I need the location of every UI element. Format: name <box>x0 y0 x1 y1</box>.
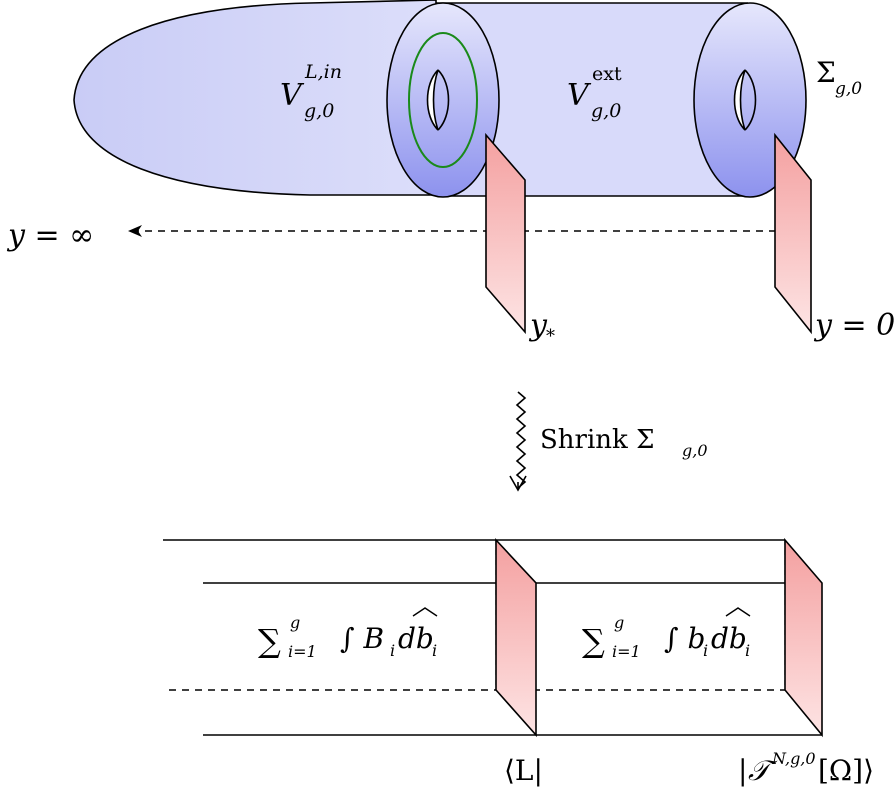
label-v-ext: V <box>567 78 592 113</box>
label-y-star: y <box>528 308 548 343</box>
label-ket-arg: [Ω]⟩ <box>818 754 874 787</box>
label-y-zero: y = 0 <box>813 308 894 343</box>
label-shrink: Shrink Σ <box>540 425 654 455</box>
right-hat <box>725 607 751 617</box>
label-v-ext-sup: ext <box>592 63 622 85</box>
right-tail-idx: i <box>745 641 750 660</box>
left-sum: ∑ <box>258 622 281 660</box>
label-v-ext-sub: g,0 <box>591 100 621 122</box>
left-handlebody <box>73 0 437 196</box>
label-v-left: V <box>280 78 305 113</box>
shrink-arrow <box>509 391 527 492</box>
y-axis-arrow <box>128 225 776 237</box>
label-y-infinity: y = ∞ <box>6 218 94 253</box>
wall-y-star <box>485 132 526 335</box>
left-tail: db <box>398 622 434 655</box>
right-sum-sup: g <box>614 613 624 632</box>
label-sigma-sub: g,0 <box>835 79 862 99</box>
label-sigma: Σ <box>816 56 836 89</box>
wall-ket <box>784 537 823 738</box>
left-hat <box>412 607 438 617</box>
wall-bra <box>495 537 537 738</box>
right-tail: db <box>711 622 747 655</box>
cylinder-body <box>436 3 748 196</box>
right-integrand: ∫ b <box>664 622 705 655</box>
label-y-star-sub: * <box>546 326 555 347</box>
label-ket-open: | <box>738 754 747 787</box>
label-v-left-sup: L,in <box>304 61 342 83</box>
label-v-left-sub: g,0 <box>304 100 334 122</box>
label-bra: ⟨L| <box>504 754 543 787</box>
right-integrand-idx: i <box>703 641 708 660</box>
handlebody <box>73 0 807 198</box>
left-integrand-idx: i <box>390 641 395 660</box>
wall-y-zero <box>774 132 812 335</box>
green-loop <box>408 32 478 168</box>
right-sum-sub: i=1 <box>612 642 641 661</box>
label-shrink-sub: g,0 <box>682 441 708 460</box>
left-tail-idx: i <box>432 641 437 660</box>
cross-section-left <box>386 2 500 198</box>
left-sum-sup: g <box>290 613 300 632</box>
left-sum-sub: i=1 <box>288 642 317 661</box>
left-integrand: ∫ B <box>340 622 384 655</box>
label-ket-sup: N,g,0 <box>771 749 816 768</box>
right-sum: ∑ <box>582 622 605 660</box>
